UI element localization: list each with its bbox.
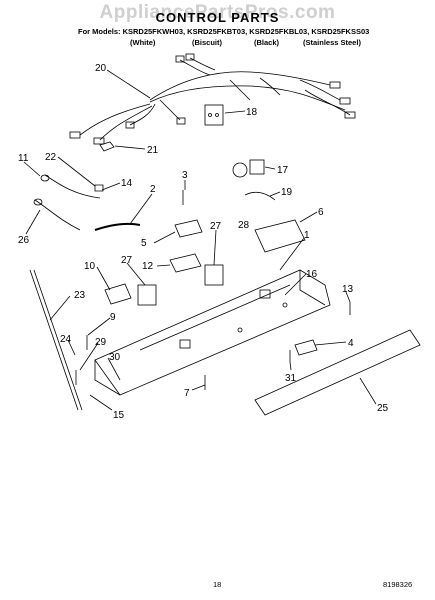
leader-24 — [67, 339, 76, 356]
part-label: 6 — [318, 207, 324, 218]
leader-26 — [25, 209, 41, 235]
socket-17 — [249, 159, 265, 175]
leader-11 — [23, 161, 41, 177]
leader-6 — [299, 211, 318, 223]
part-label: 25 — [377, 403, 389, 414]
part-label: 12 — [142, 261, 154, 272]
leader-31 — [289, 361, 292, 371]
part-label: 10 — [84, 261, 96, 272]
part-label: 3 — [182, 170, 188, 181]
color-black: (Black) — [254, 38, 280, 47]
leader-29 — [79, 342, 99, 371]
rod-14 — [44, 174, 101, 199]
part-label: 27 — [210, 221, 222, 232]
part-label: 19 — [281, 187, 293, 198]
leader-30 — [107, 357, 121, 381]
wire-harness — [69, 53, 356, 145]
switch-hole-left — [208, 113, 212, 117]
bracket-23 — [29, 269, 79, 411]
leader-17 — [264, 166, 276, 170]
leader-19 — [269, 191, 281, 197]
leader-10 — [96, 266, 111, 291]
part-22 — [94, 184, 104, 192]
part-label: 14 — [121, 178, 133, 189]
tube-2 — [94, 222, 141, 231]
leader-25 — [359, 377, 377, 405]
leader-14 — [101, 182, 121, 191]
part-4 — [294, 339, 318, 356]
leader-22 — [57, 156, 96, 187]
leader-21 — [114, 145, 146, 150]
part-label: 28 — [238, 220, 250, 231]
part-label: 11 — [18, 153, 29, 164]
control-board-6 — [254, 219, 306, 253]
color-biscuit: (Biscuit) — [192, 38, 222, 47]
leader-5 — [153, 231, 176, 244]
part-label: 22 — [45, 152, 57, 163]
part-label: 2 — [150, 184, 156, 195]
part-label: 15 — [113, 410, 125, 421]
models-line: For Models: KSRD25FKWH03, KSRD25FKBT03, … — [78, 27, 370, 36]
leader-13 — [345, 291, 351, 303]
rod-26 — [34, 199, 81, 231]
part-label: 9 — [110, 312, 116, 323]
label-27a — [204, 264, 224, 286]
part-label: 4 — [348, 338, 354, 349]
part-label: 31 — [285, 373, 297, 384]
part-label: 7 — [184, 388, 190, 399]
part-26-cap — [33, 198, 43, 206]
part-10 — [104, 283, 132, 305]
leader-27b — [126, 262, 146, 286]
leader-1 — [279, 237, 305, 271]
part-21 — [99, 141, 115, 152]
leader-18 — [224, 110, 246, 114]
leader-27a — [213, 229, 217, 266]
part-label: 5 — [141, 238, 147, 249]
part-label: 17 — [277, 165, 289, 176]
control-housing — [94, 269, 331, 396]
page-title: CONTROL PARTS — [155, 10, 280, 25]
part-11 — [40, 174, 50, 182]
color-stainless: (Stainless Steel) — [303, 38, 361, 47]
switch-plate — [204, 104, 224, 126]
part-label: 24 — [60, 334, 72, 345]
part-label: 23 — [74, 290, 86, 301]
leader-2 — [129, 193, 153, 225]
leader-23 — [49, 295, 71, 321]
leader-4 — [314, 341, 347, 346]
trim-25 — [254, 329, 421, 416]
part-label: 29 — [95, 337, 107, 348]
leader-7 — [191, 384, 206, 391]
part-label: 1 — [304, 230, 310, 241]
label-27b — [137, 284, 157, 306]
leader-20 — [106, 69, 151, 99]
bracket-23-edge — [33, 269, 83, 411]
part-label: 27 — [121, 255, 133, 266]
watermark: AppliancePartsPros.com — [99, 2, 336, 23]
part-label: 26 — [18, 235, 30, 246]
leader-12 — [156, 264, 171, 267]
switch-5 — [174, 219, 203, 238]
part-label: 13 — [342, 284, 354, 295]
lamp-17 — [232, 162, 248, 178]
part-label: 30 — [109, 352, 121, 363]
doc-code: 8198326 — [383, 580, 413, 589]
switch-12 — [169, 253, 202, 273]
part-label: 20 — [95, 63, 107, 74]
leader-16 — [284, 273, 307, 296]
part-label: 18 — [246, 107, 258, 118]
switch-hole-right — [215, 113, 219, 117]
leader-9 — [87, 317, 111, 336]
part-19 — [244, 191, 276, 201]
part-label: 16 — [306, 269, 318, 280]
part-label: 21 — [147, 145, 159, 156]
leader-15 — [89, 394, 113, 411]
color-white: (White) — [130, 38, 156, 47]
page-number: 18 — [213, 580, 222, 589]
